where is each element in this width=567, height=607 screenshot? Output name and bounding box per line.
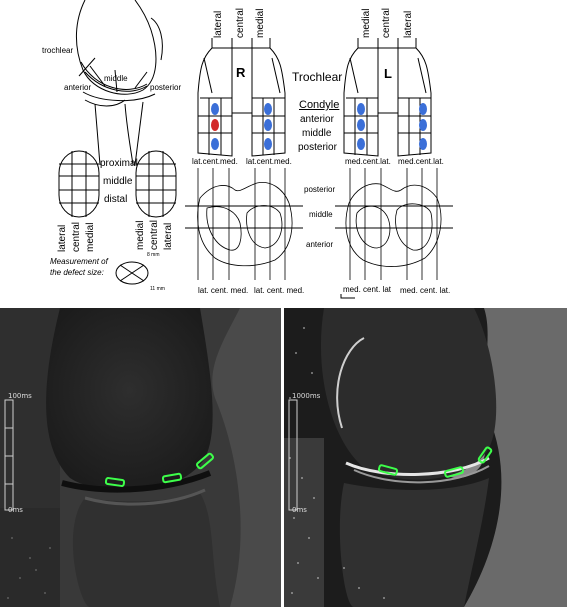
right-scale-top: 1000ms (292, 392, 321, 400)
femur-r-bottom-1: lat.cent.med. (192, 157, 238, 166)
marker-l-med-ant (357, 103, 365, 115)
marker-l-lat-ant (419, 103, 427, 115)
femur-l-col-central: central (381, 7, 392, 38)
left-scale-bottom: 0ms (8, 506, 23, 514)
left-scale-top: 100ms (8, 392, 32, 400)
marker-r-med-ant (264, 103, 272, 115)
mri-right-art (284, 308, 567, 607)
patella-col-lateral-left: lateral (57, 224, 68, 252)
right-scale-bottom: 0ms (292, 506, 307, 514)
measure-text-line1: Measurement of (50, 257, 108, 266)
mri-image-left: 100ms 0ms (0, 308, 281, 607)
femur-r-col-medial: medial (255, 8, 266, 38)
femur-label-middle: middle (302, 128, 332, 139)
tibia-label-middle: middle (309, 210, 333, 219)
knee-label-trochlear: trochlear (42, 46, 74, 55)
marker-group-r (211, 103, 427, 150)
marker-l-med-mid (357, 119, 365, 131)
tibia-l-bottom-2: med. cent. lat. (400, 286, 451, 295)
mri-image-right: 1000ms 0ms (284, 308, 567, 607)
patella-grids (58, 150, 177, 218)
defect-size-ellipse (115, 261, 149, 285)
patella-label-proximal: proximal (100, 158, 138, 169)
femur-label-posterior: posterior (298, 142, 337, 153)
mri-left-art (0, 308, 281, 607)
marker-l-lat-post (419, 138, 427, 150)
femur-label-anterior: anterior (300, 114, 334, 125)
defect-dim-a: 8 mm (147, 252, 160, 258)
marker-r-med-post (264, 138, 272, 150)
femur-l-bottom-2: med.cent.lat. (398, 157, 444, 166)
marker-l-lat-mid (419, 119, 427, 131)
patella-label-distal: distal (104, 194, 128, 205)
tibia-label-posterior: posterior (304, 185, 336, 194)
femur-r-col-central: central (235, 7, 246, 38)
femur-region-markers (211, 103, 427, 150)
marker-r-lat-post (211, 138, 219, 150)
small-bracket-mark (340, 294, 355, 299)
tibia-left-diagram (335, 168, 453, 280)
roi-markers-right (377, 446, 493, 478)
knee-label-middle: middle (104, 74, 128, 83)
femur-r-bottom-2: lat.cent.med. (246, 157, 292, 166)
femur-right-diagram (197, 38, 286, 157)
femur-l-letter: L (384, 66, 392, 81)
patella-col-central-right: central (149, 219, 160, 250)
cartilage-mapping-diagram: trochlear anterior middle posterior prox… (42, 0, 453, 299)
tibia-right-diagram (185, 168, 303, 280)
patella-col-central-left: central (71, 221, 82, 252)
defect-dim-b: 11 mm (150, 286, 165, 292)
knee-sagittal-sketch (75, 0, 163, 165)
patella-label-middle: middle (103, 176, 133, 187)
tibia-r-bottom-2: lat. cent. med. (254, 286, 305, 295)
femur-r-letter: R (236, 65, 246, 80)
patella-col-medial-right: medial (135, 220, 146, 250)
tibia-r-bottom-1: lat. cent. med. (198, 286, 249, 295)
femur-l-bottom-1: med.cent.lat. (345, 157, 391, 166)
tibia-label-anterior: anterior (306, 240, 334, 249)
patella-col-medial-left: medial (85, 222, 96, 252)
marker-r-med-mid (264, 119, 272, 131)
tibia-l-bottom-1: med. cent. lat (343, 285, 392, 294)
knee-label-anterior: anterior (64, 83, 92, 92)
measure-text-line2: the defect size: (50, 268, 104, 277)
femur-label-condyle: Condyle (299, 99, 340, 111)
marker-r-lat-ant (211, 103, 219, 115)
femur-l-col-lateral: lateral (403, 10, 414, 38)
femur-r-col-lateral: lateral (213, 10, 224, 38)
femur-l-col-medial: medial (361, 8, 372, 38)
femur-label-trochlear: Trochlear (292, 70, 343, 84)
marker-r-lat-mid (211, 119, 219, 131)
patella-col-lateral-right: lateral (163, 222, 174, 250)
roi-markers-left (104, 452, 215, 487)
marker-l-med-post (357, 138, 365, 150)
knee-label-posterior: posterior (150, 83, 182, 92)
